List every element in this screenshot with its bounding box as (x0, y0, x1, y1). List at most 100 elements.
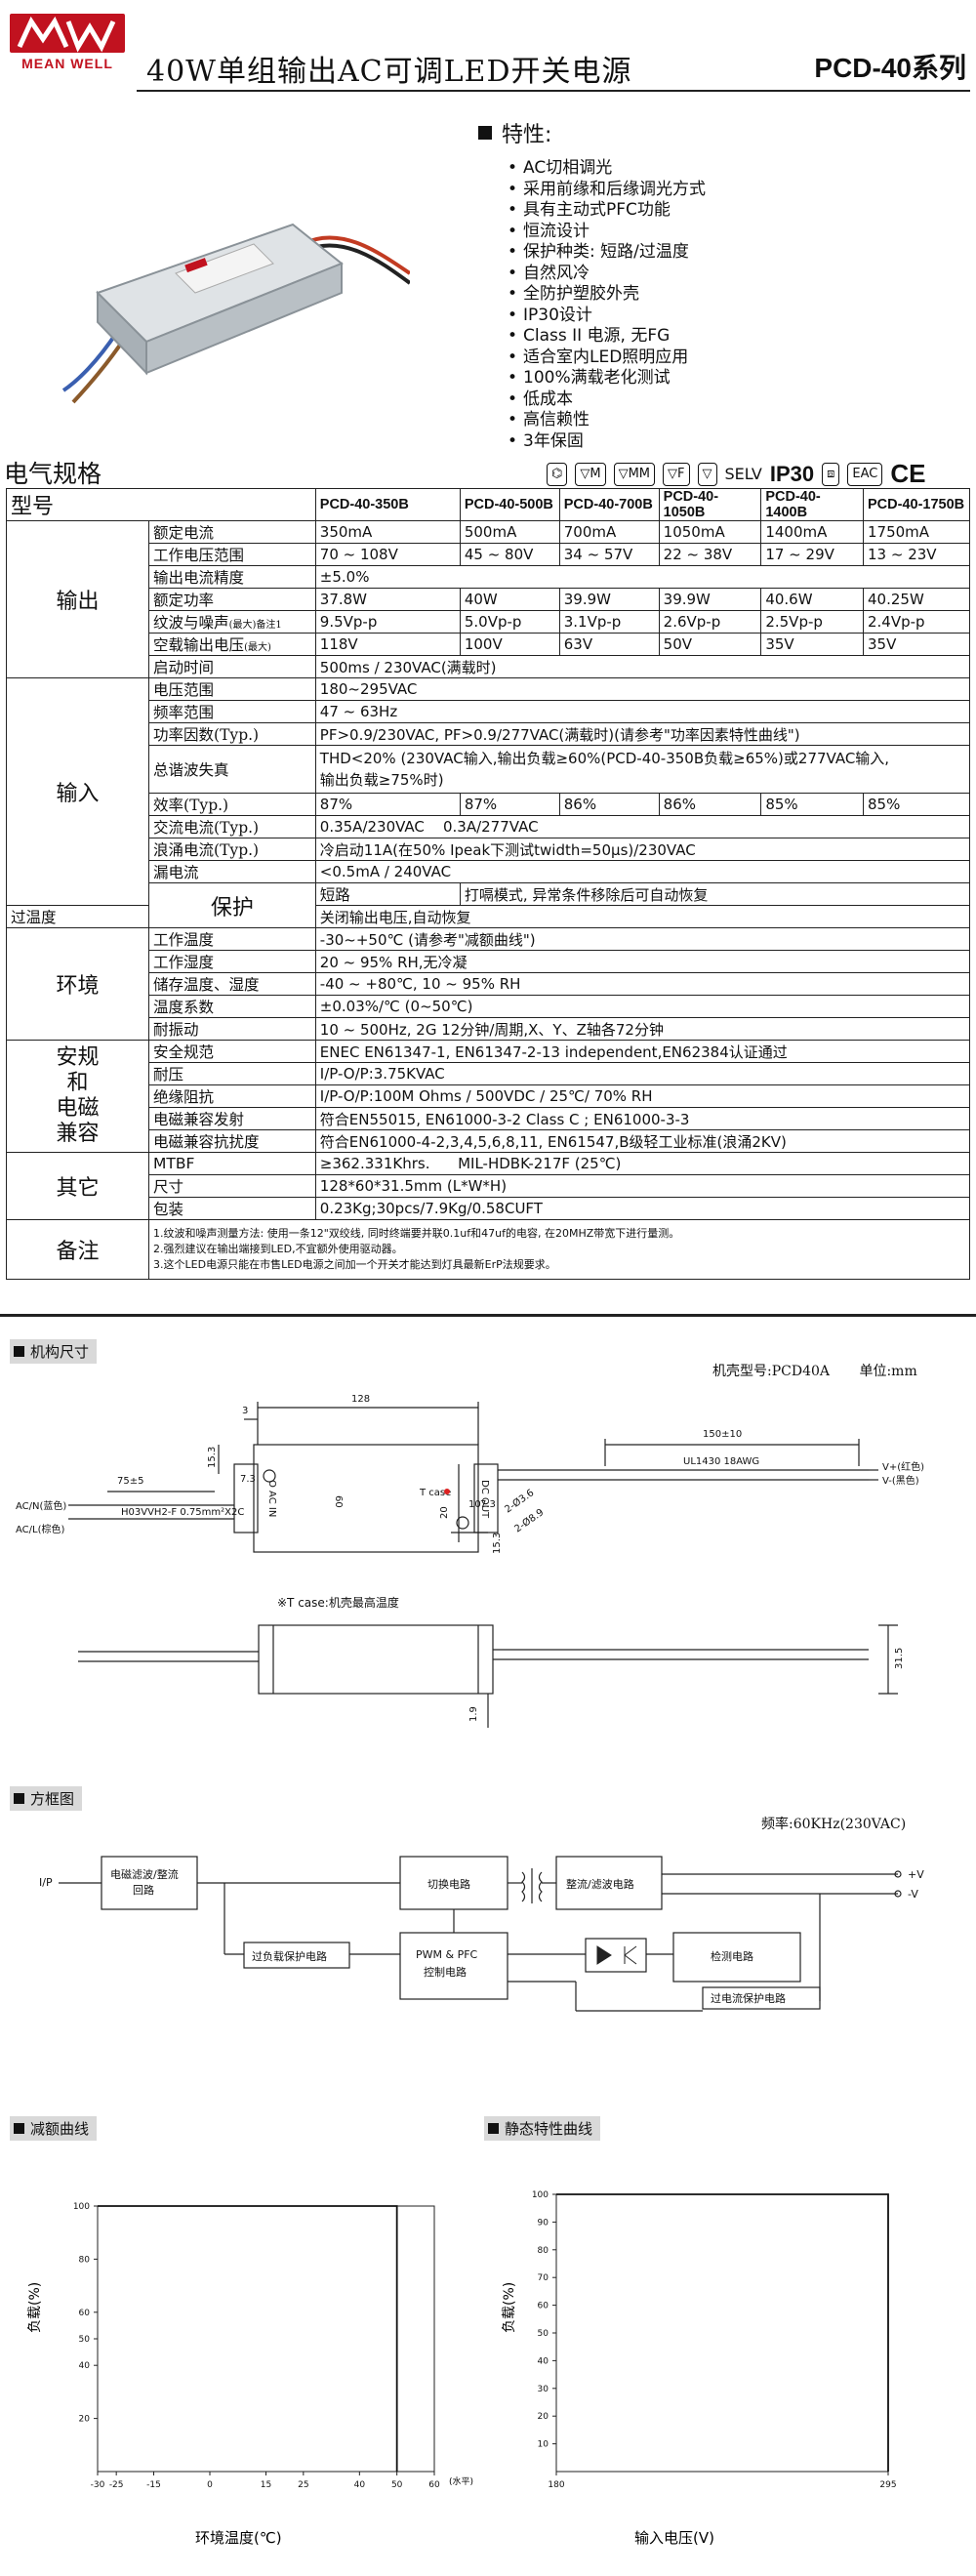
table-row: 启动时间 500ms / 230VAC(满载时) (7, 655, 971, 678)
table-row: 安规 和 电磁 兼容 安全规范 ENEC EN61347-1, EN61347-… (5, 1040, 971, 1153)
block-ip-label: I/P (39, 1876, 53, 1889)
unit-label: 单位:mm (859, 1364, 917, 1379)
y-tick-label: 100 (73, 2202, 90, 2212)
square-bullet-icon (478, 126, 492, 140)
y-tick-label: 50 (79, 2335, 91, 2345)
row-label: 总谐波失真 (148, 745, 316, 794)
block-vplus: +V (908, 1868, 924, 1881)
feature-item: 适合室内LED照明应用 (508, 348, 947, 369)
table-cell: 70 ~ 108V (314, 543, 461, 566)
section-divider (0, 1314, 976, 1317)
features-title: 特性: (502, 123, 552, 147)
dim-1-9: 1.9 (468, 1706, 479, 1722)
table-row: 工作电压范围 70 ~ 108V 45 ~ 80V 34 ~ 57V 22 ~ … (7, 543, 970, 566)
y-tick-label: 90 (538, 2218, 549, 2228)
feature-item: 采用前缘和后缘调光方式 (508, 180, 947, 201)
block-pwm-text-1: PWM & PFC (416, 1948, 478, 1961)
dim-hole-2: 2-Ø8.9 (512, 1506, 547, 1534)
model-header: PCD-40-1750B (863, 488, 970, 521)
table-row: 备注 1.纹波和噪声测量方法: 使用一条12"双绞线, 同时终端要并联0.1uf… (5, 1219, 970, 1280)
block-olp (243, 1942, 350, 1969)
plot-frame (555, 2193, 889, 2473)
table-cell: 180~295VAC (314, 677, 971, 701)
table-cell: I/P-O/P:100M Ohms / 500VDC / 25℃/ 70% RH (314, 1084, 971, 1108)
square-bullet-icon (14, 2123, 24, 2134)
table-cell: -30~+50℃ (请参考"减额曲线") (314, 927, 971, 951)
x-tick-label: 0 (207, 2480, 213, 2490)
y-tick-label: 10 (538, 2440, 549, 2450)
row-label: 耐振动 (148, 1017, 316, 1041)
table-row: 保护 短路 打嗝模式, 异常条件移除后可自动恢复 (7, 882, 971, 928)
thd-line-2: 输出负载≥75%时) (319, 771, 444, 789)
table-cell: 500ms / 230VAC(满载时) (314, 655, 971, 678)
category-notes: 备注 (5, 1219, 150, 1280)
y-tick-label: 100 (532, 2190, 549, 2200)
table-row: 额定功率 37.8W 40W 39.9W 39.9W 40.6W 40.25W (7, 588, 970, 611)
x-tick-label: 180 (548, 2480, 564, 2490)
dim-150: 150±10 (703, 1429, 742, 1440)
block-emi-text-1: 电磁滤波/整流 (110, 1867, 179, 1881)
category-environment: 环境 (5, 927, 150, 1041)
table-cell: I/P-O/P:3.75KVAC (314, 1062, 971, 1085)
block-detect-text: 检测电路 (711, 1949, 753, 1963)
dim-hole-1: 2-Ø3.6 (503, 1487, 537, 1515)
table-cell: 39.9W (658, 588, 762, 611)
derating-section-header: 减额曲线 (10, 2116, 98, 2141)
table-cell: 63V (558, 633, 660, 656)
table-cell: 87% (459, 793, 560, 816)
block-optocoupler (585, 1938, 647, 1973)
table-row: 空载输出电压(最大) 118V 100V 63V 50V 35V 35V (7, 633, 970, 656)
y-tick-label: 40 (538, 2356, 549, 2366)
category-line: 安规 (56, 1045, 100, 1070)
row-label: 漏电流 (148, 860, 316, 883)
table-row: 储存温度、湿度 -40 ~ +80℃, 10 ~ 95% RH (7, 972, 971, 996)
y-tick-label: 20 (538, 2412, 549, 2422)
feature-item: 自然风冷 (508, 264, 947, 285)
square-bullet-icon (14, 1793, 24, 1804)
eac-mark-icon: EAC (847, 462, 883, 486)
row-label: 工作湿度 (148, 950, 316, 973)
table-cell: 2.5Vp-p (760, 610, 864, 634)
mechanical-title: 机构尺寸 (30, 1343, 90, 1361)
row-label: 效率(Typ.) (148, 793, 316, 816)
label-vminus: V-(黑色) (882, 1474, 919, 1487)
table-cell: ±5.0% (314, 565, 971, 589)
x-tick-label: -15 (146, 2480, 161, 2490)
header-rule (137, 90, 970, 92)
model-header: PCD-40-350B (314, 488, 461, 521)
row-label: 工作温度 (148, 927, 316, 951)
table-cell: 打嗝模式, 异常条件移除后可自动恢复 (459, 882, 971, 906)
mean-well-logo: MEAN WELL (10, 14, 125, 76)
x-tick-label: 50 (391, 2480, 403, 2490)
logo-text: MEAN WELL (21, 56, 113, 71)
block-title: 方框图 (30, 1790, 75, 1808)
y-tick-label: 20 (79, 2415, 91, 2425)
derating-xunit: (水平) (449, 2475, 473, 2487)
note-line: 1.纹波和噪声测量方法: 使用一条12"双绞线, 同时终端要并联0.1uf和47… (153, 1227, 680, 1240)
table-row: 功率因数(Typ.) PF>0.9/230VAC, PF>0.9/277VAC(… (7, 722, 971, 746)
ip30-mark: IP30 (769, 461, 815, 486)
table-row: 其它 MTBF ≥362.331Khrs. MIL-HDBK-217F (25℃… (5, 1152, 971, 1220)
model-header: PCD-40-1400B (760, 488, 864, 521)
dim-7-3-b: 7.3 (480, 1499, 496, 1510)
plot-frame (97, 2205, 435, 2473)
category-line: 兼容 (56, 1122, 100, 1146)
row-label: MTBF (148, 1152, 316, 1175)
row-label: 电磁兼容抗扰度 (148, 1129, 316, 1153)
category-output: 输出 (5, 520, 150, 678)
feature-item: 高信赖性 (508, 410, 947, 431)
feature-item: 保护种类: 短路/过温度 (508, 242, 947, 264)
table-cell: 5.0Vp-p (459, 610, 560, 634)
table-cell: 350mA (314, 520, 461, 544)
table-cell: 0.23Kg;30pcs/7.9Kg/0.58CUFT (314, 1197, 971, 1220)
y-tick-label: 80 (79, 2255, 91, 2265)
table-row: 包装 0.23Kg;30pcs/7.9Kg/0.58CUFT (7, 1197, 971, 1220)
square-bullet-icon (14, 1346, 24, 1357)
table-cell: 45 ~ 80V (459, 543, 560, 566)
category-line: 和 (66, 1071, 89, 1095)
label-vplus: V+(红色) (882, 1460, 924, 1473)
ce-mark: CE (890, 459, 926, 488)
model-label: 型号 (6, 488, 316, 521)
tcase-note: ※T case:机壳最高温度 (277, 1595, 399, 1610)
table-cell: THD<20% (230VAC输入,输出负载≥60%(PCD-40-350B负载… (314, 745, 971, 794)
